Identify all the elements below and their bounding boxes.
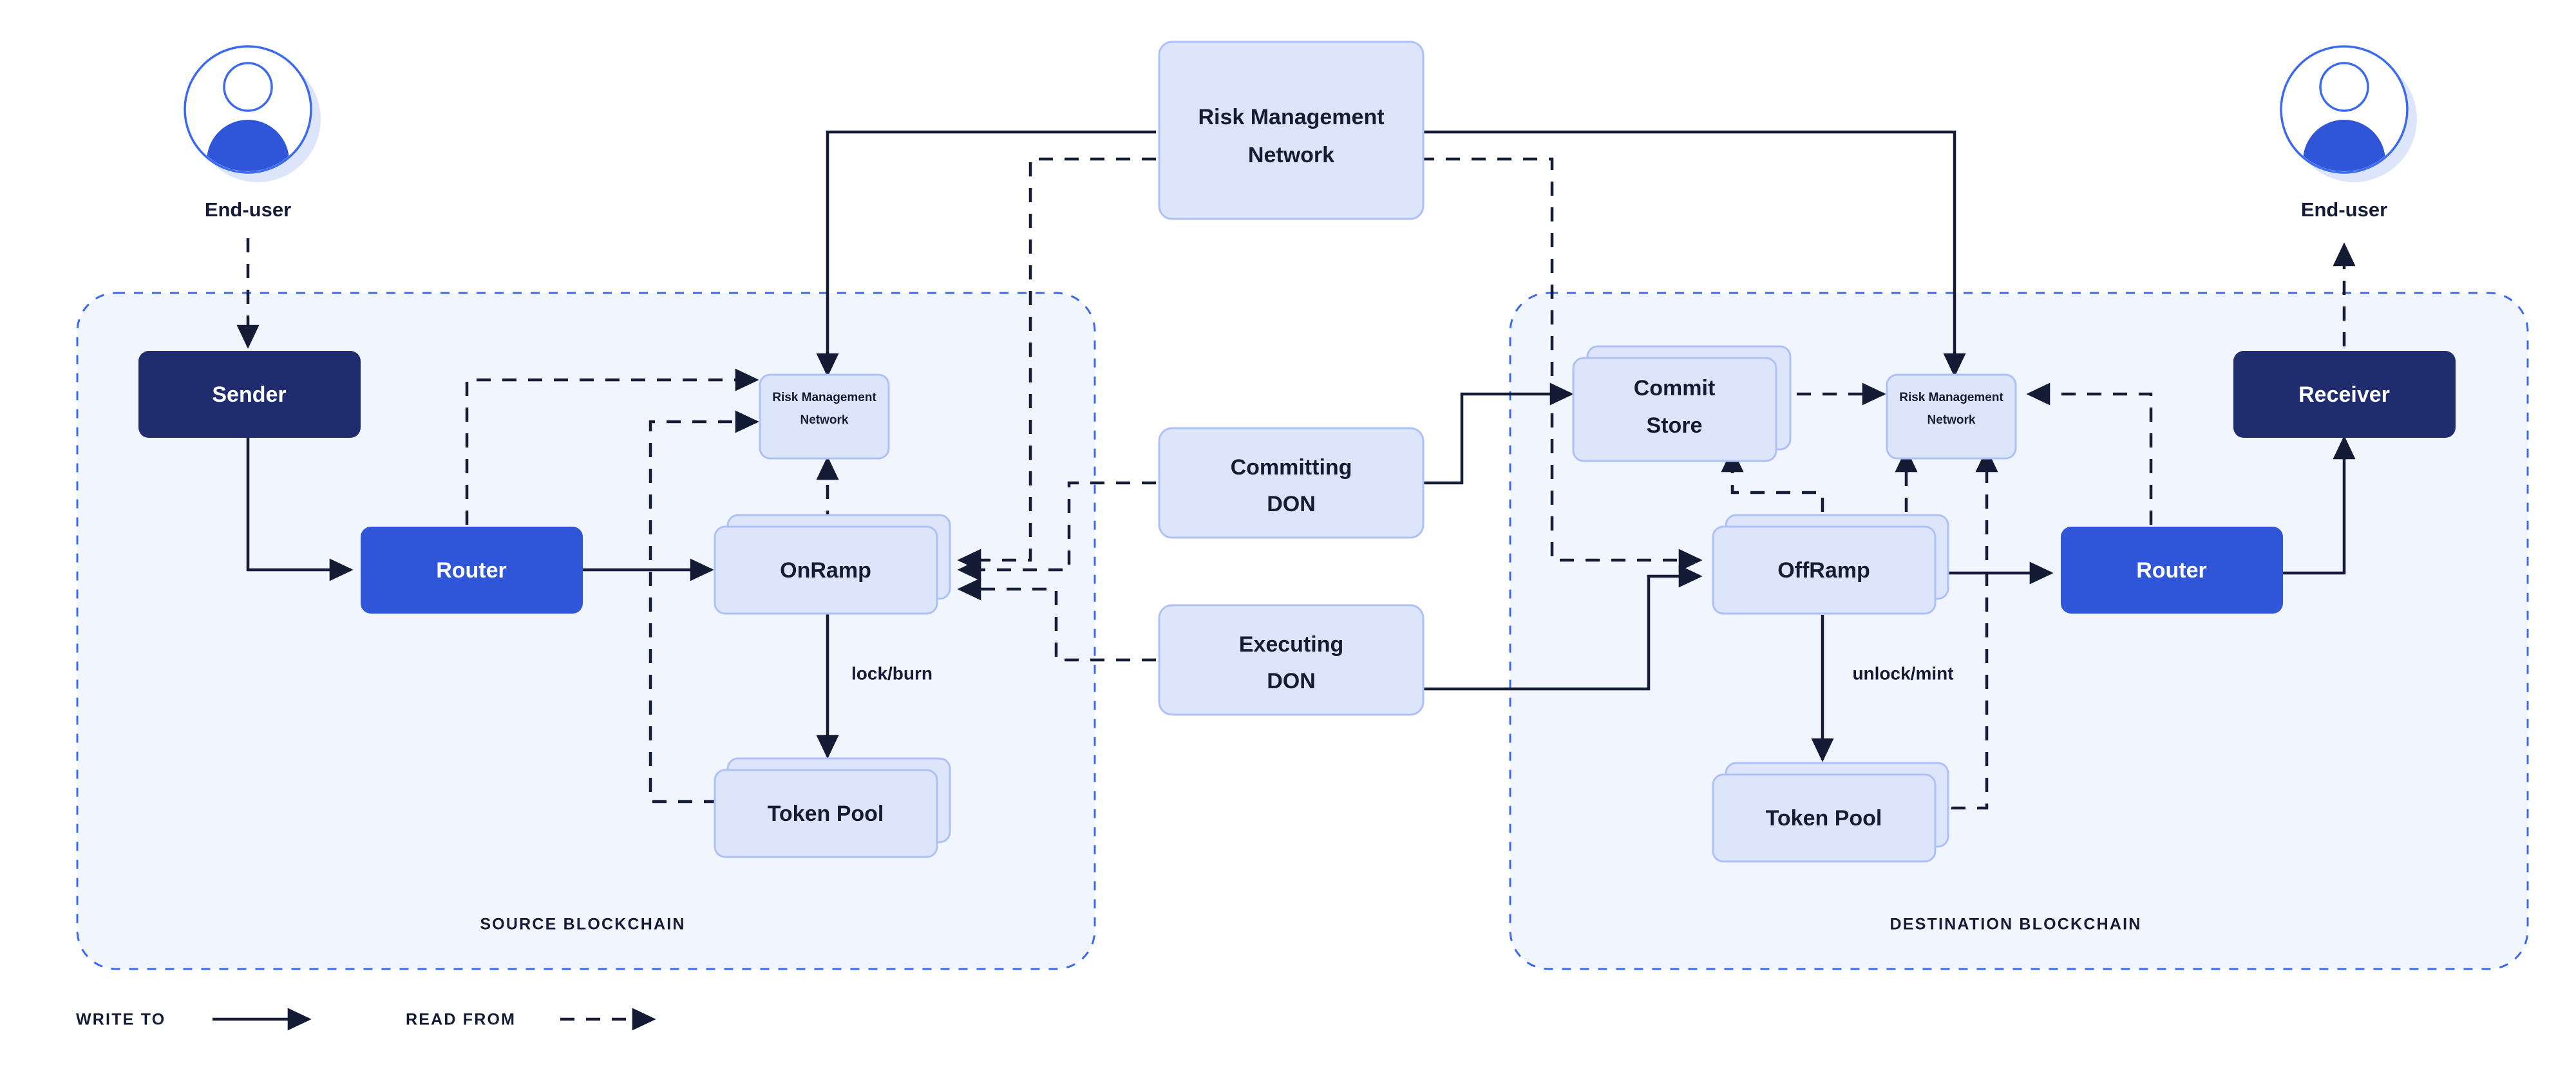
node-router-dest-label: Router [2136, 558, 2207, 583]
node-rmn-source-label-line1: Risk Management [772, 391, 876, 404]
node-token-pool-source-label: Token Pool [768, 802, 884, 826]
node-sender-label: Sender [212, 382, 286, 407]
edge-router-source-to-rmn-source [465, 368, 759, 550]
node-onramp[interactable]: OnRamp [714, 514, 951, 615]
node-committing-don-label-line1: Committing [1231, 455, 1352, 480]
node-rmn-center-label-line1: Risk Management [1198, 105, 1384, 129]
node-offramp-label: OffRamp [1777, 558, 1870, 583]
user-avatar-icon [2280, 45, 2417, 182]
node-rmn-center[interactable]: Risk Management Network [1158, 41, 1425, 220]
edge-offramp-to-commit-store [1721, 448, 1824, 538]
edge-token-pool-source-to-rmn-source [649, 410, 759, 804]
edge-token-pool-dest-to-rmn-dest [1926, 448, 1998, 810]
edge-router-dest-to-rmn-dest [2026, 382, 2153, 550]
node-commit-store-label-line2: Store [1647, 413, 1703, 438]
node-onramp-label: OnRamp [780, 558, 871, 583]
node-token-pool-dest[interactable]: Token Pool [1712, 762, 1949, 863]
node-sender[interactable]: Sender [138, 351, 361, 438]
edge-sender-to-router-source [246, 438, 354, 581]
legend: WRITE TO READ FROM [76, 1008, 656, 1031]
node-committing-don[interactable]: Committing DON [1158, 427, 1425, 539]
user-avatar-icon [184, 45, 321, 182]
lock-burn-label: lock/burn [851, 663, 933, 683]
edge-executing-don-to-offramp [1420, 565, 1703, 691]
node-rmn-source-label-line2: Network [800, 413, 849, 427]
edge-rmn-center-to-rmn-dest [1420, 130, 1966, 377]
edge-committing-don-to-commit-store [1420, 382, 1574, 485]
legend-read-from-label: READ FROM [406, 1011, 516, 1029]
edge-rmn-center-read-onramp [957, 157, 1156, 572]
edge-rmn-center-to-rmn-source [816, 130, 1156, 377]
node-committing-don-label-line2: DON [1267, 492, 1316, 516]
edge-committing-don-to-onramp [957, 481, 1156, 581]
node-rmn-source[interactable]: Risk Management Network [759, 373, 890, 460]
node-rmn-dest-label-line1: Risk Management [1899, 391, 2003, 404]
unlock-mint-label: unlock/mint [1852, 663, 1953, 683]
edge-router-dest-to-receiver [2283, 435, 2356, 575]
node-executing-don[interactable]: Executing DON [1158, 604, 1425, 716]
destination-blockchain-label: DESTINATION BLOCKCHAIN [1890, 916, 2142, 934]
node-commit-store-label-line1: Commit [1634, 376, 1716, 400]
node-token-pool-dest-label: Token Pool [1766, 806, 1882, 831]
node-rmn-center-label-line2: Network [1248, 143, 1334, 167]
node-router-source[interactable]: Router [361, 527, 583, 614]
actor-enduser-left: End-user [184, 45, 321, 221]
node-rmn-dest-label-line2: Network [1927, 413, 1976, 427]
node-commit-store[interactable]: Commit Store [1572, 345, 1792, 462]
actor-enduser-right: End-user [2280, 45, 2417, 221]
node-offramp[interactable]: OffRamp [1712, 514, 1949, 615]
node-receiver-label: Receiver [2298, 382, 2390, 407]
source-blockchain-label: SOURCE BLOCKCHAIN [480, 916, 685, 934]
node-router-source-label: Router [436, 558, 507, 583]
node-token-pool-source[interactable]: Token Pool [714, 757, 951, 858]
node-executing-don-label-line2: DON [1267, 669, 1316, 693]
node-executing-don-label-line1: Executing [1239, 632, 1343, 657]
node-rmn-dest[interactable]: Risk Management Network [1886, 373, 2017, 460]
node-router-dest[interactable]: Router [2061, 527, 2283, 614]
edge-executing-don-to-onramp [957, 578, 1156, 662]
legend-write-to-label: WRITE TO [76, 1011, 166, 1029]
actor-enduser-left-label: End-user [205, 198, 291, 221]
actor-enduser-right-label: End-user [2301, 198, 2387, 221]
node-receiver[interactable]: Receiver [2233, 351, 2456, 438]
